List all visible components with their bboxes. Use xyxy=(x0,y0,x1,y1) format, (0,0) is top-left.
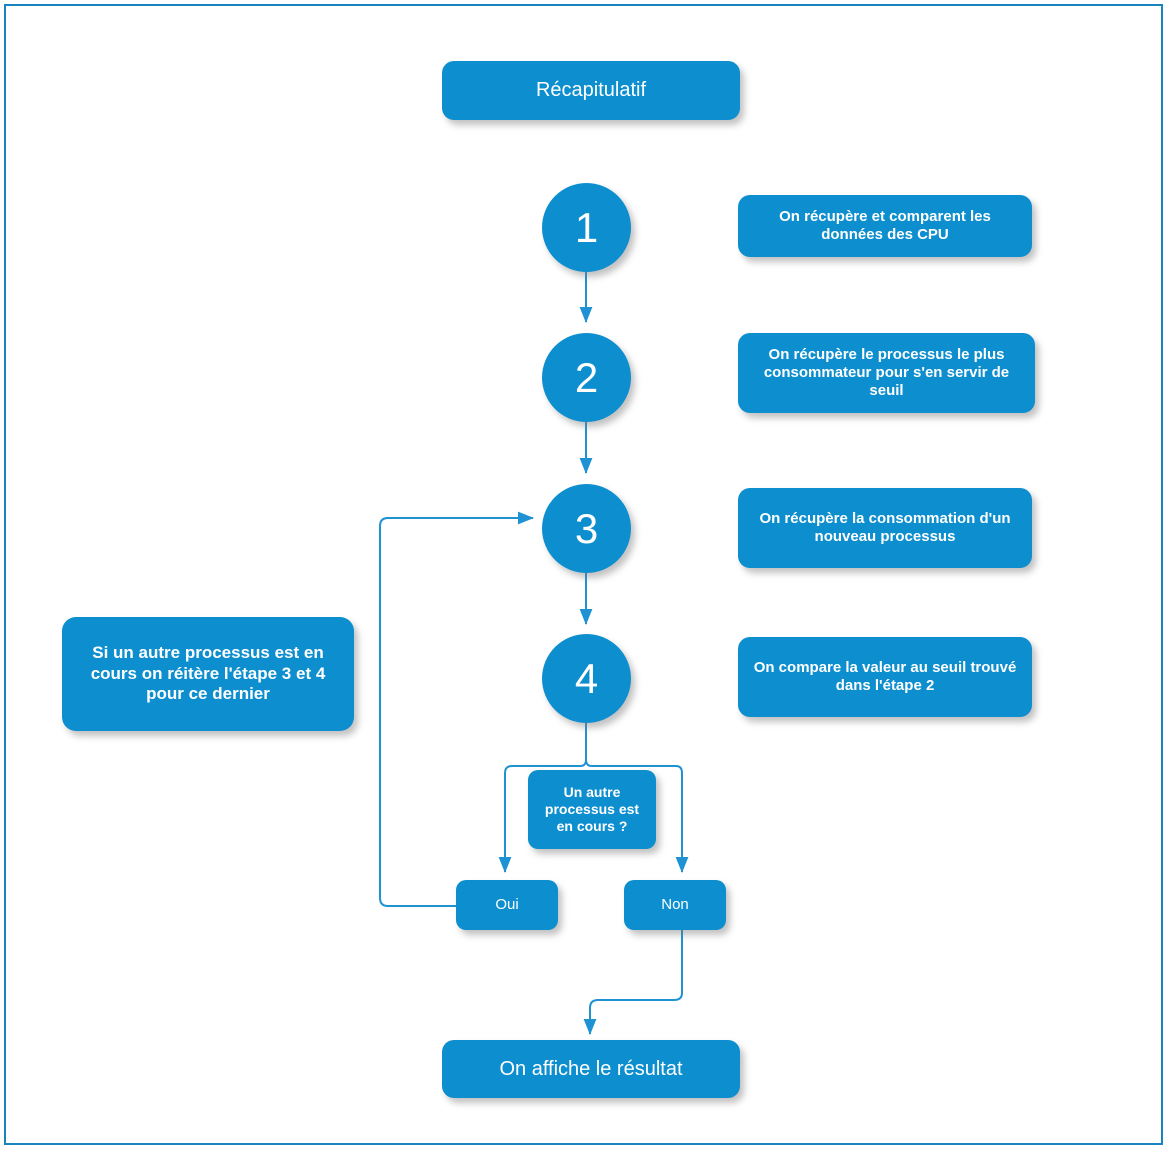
branch-yes-box[interactable]: Oui xyxy=(456,880,558,930)
step-description-3: On récupère la consommation d'un nouveau… xyxy=(738,488,1032,568)
step-description-4: On compare la valeur au seuil trouvé dan… xyxy=(738,637,1032,717)
step-circle-4[interactable]: 4 xyxy=(542,634,631,723)
step-circle-1[interactable]: 1 xyxy=(542,183,631,272)
branch-no-box[interactable]: Non xyxy=(624,880,726,930)
step-description-1: On récupère et comparent les données des… xyxy=(738,195,1032,257)
step-circle-3[interactable]: 3 xyxy=(542,484,631,573)
connector-split-to-non xyxy=(585,759,689,873)
decision-box: Un autre processus est en cours ? xyxy=(528,770,656,849)
result-box: On affiche le résultat xyxy=(442,1040,740,1098)
loop-note-box: Si un autre processus est en cours on ré… xyxy=(62,617,354,731)
step-description-2: On récupère le processus le plus consomm… xyxy=(738,333,1035,413)
title-box: Récapitulatif xyxy=(442,61,740,120)
connector-split-to-oui xyxy=(498,759,587,873)
connector-non-to-result xyxy=(583,930,683,1035)
step-circle-2[interactable]: 2 xyxy=(542,333,631,422)
connector-oui-loop-to-step3 xyxy=(379,511,534,907)
